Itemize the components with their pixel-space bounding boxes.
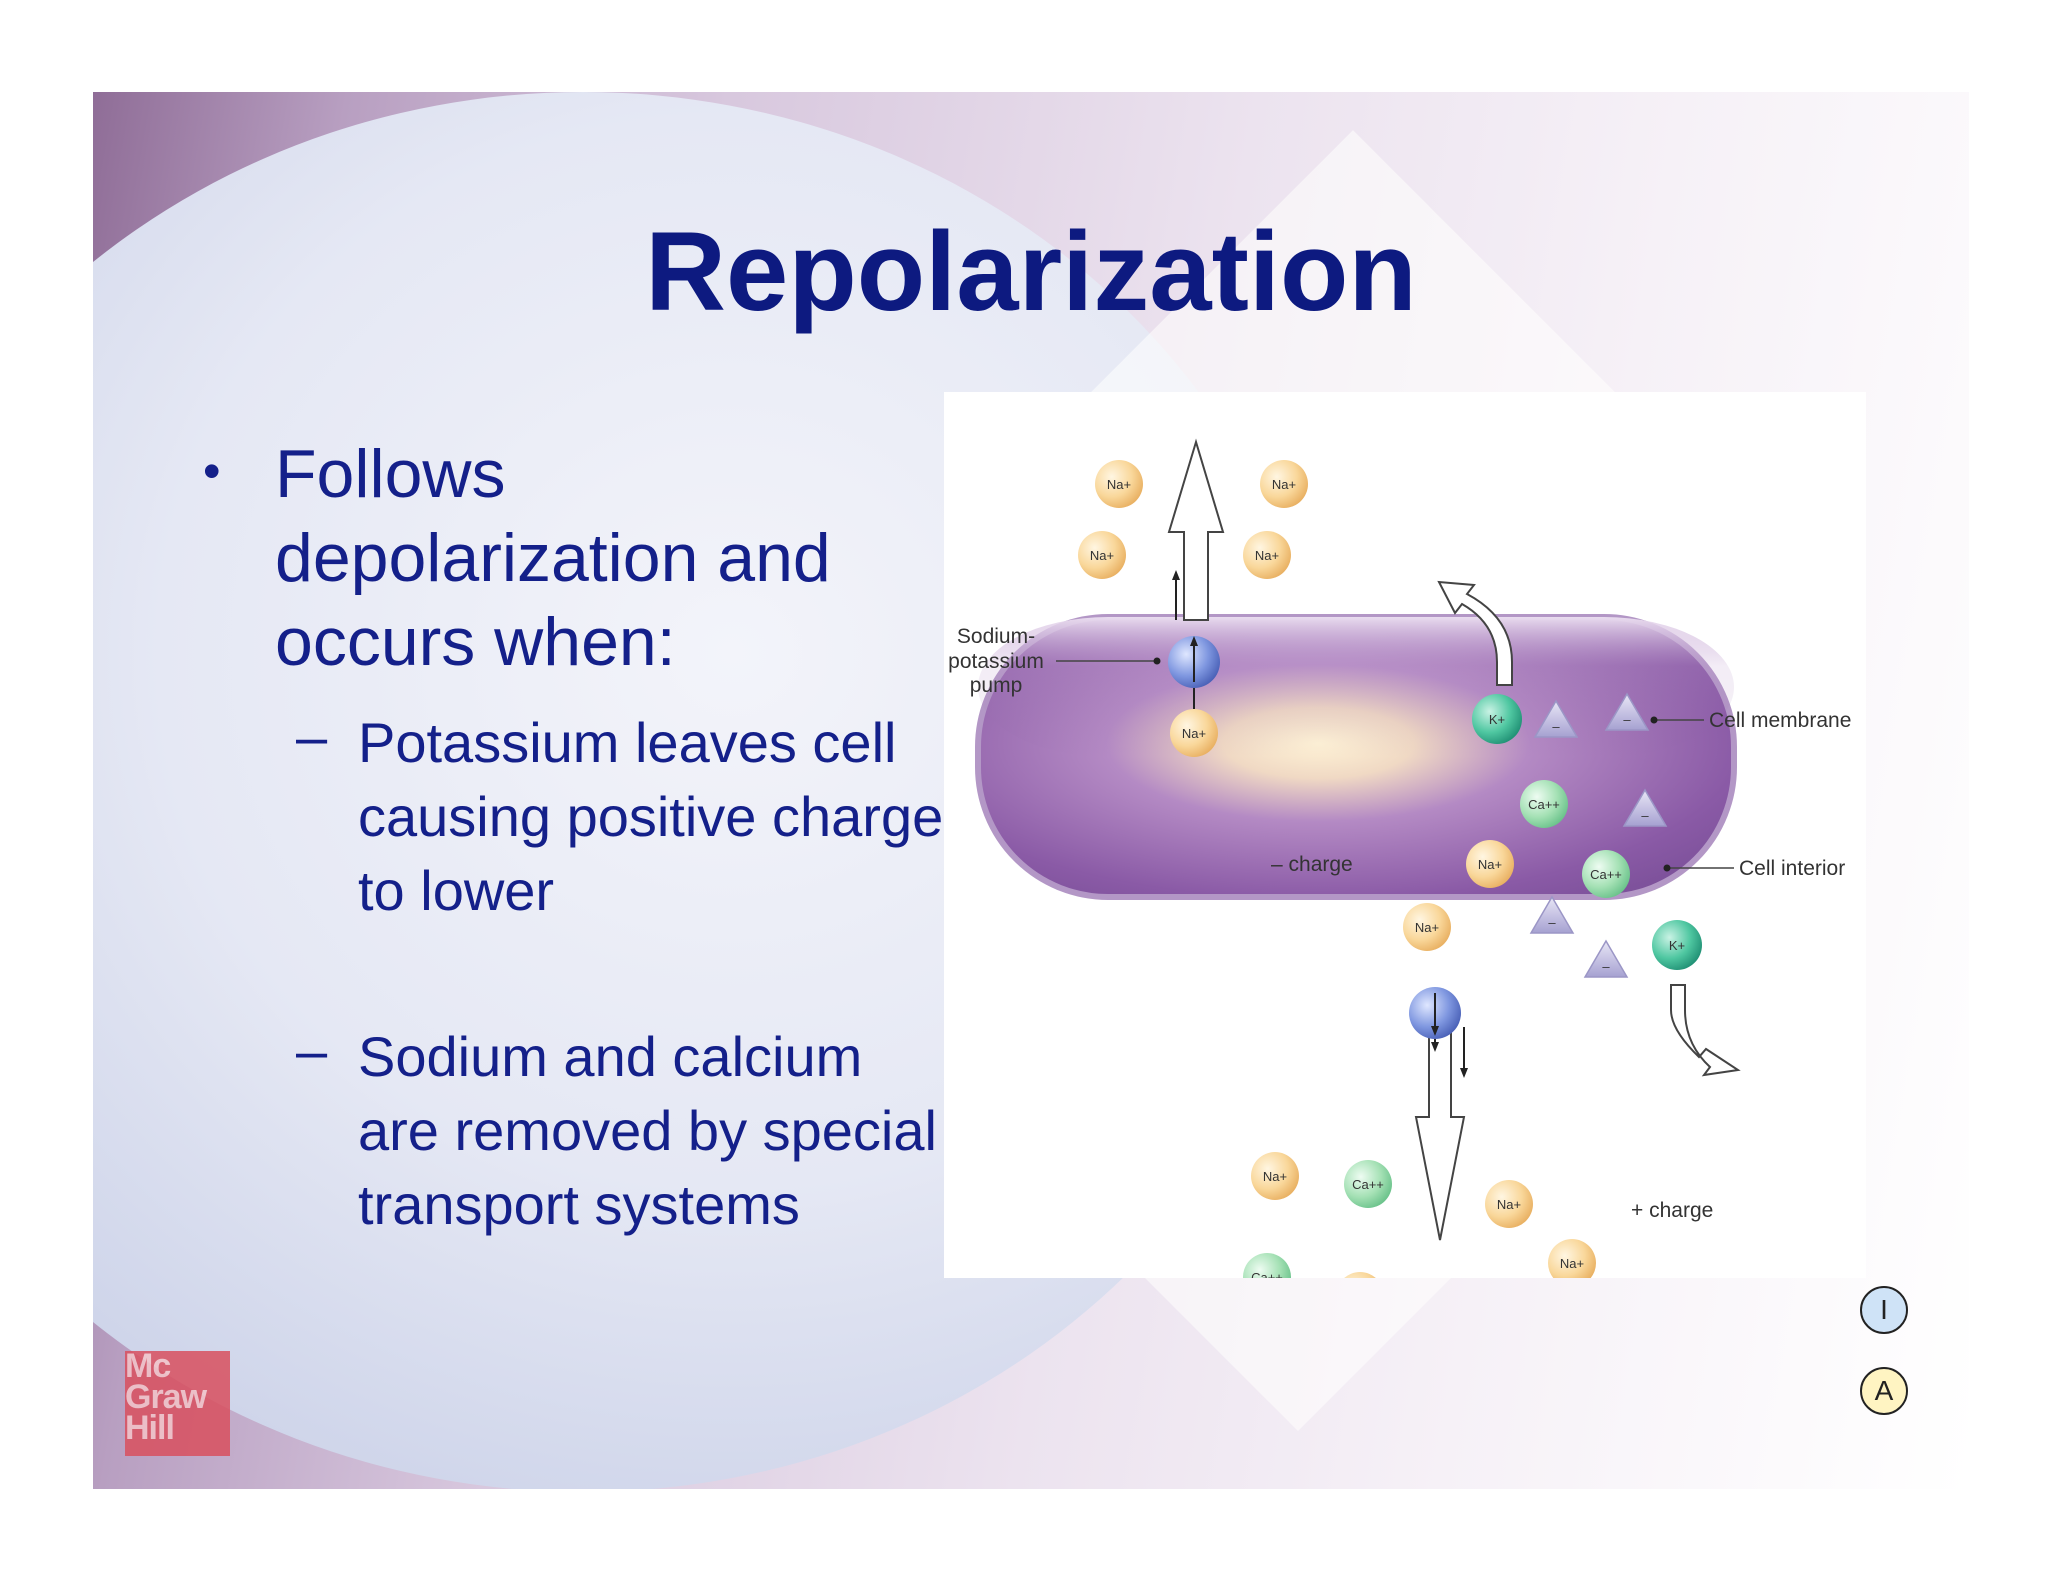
- potassium-ion: [1472, 694, 1522, 744]
- svg-text:Na+: Na+: [1263, 1169, 1287, 1184]
- potassium-exit-arrow: [1437, 580, 1513, 686]
- anion-triangle: [1622, 788, 1668, 827]
- svg-text:Na+: Na+: [1478, 857, 1502, 872]
- svg-text:K+: K+: [1669, 938, 1685, 953]
- sodium-ion: [1485, 1180, 1533, 1228]
- svg-text:Ca++: Ca++: [1251, 1270, 1283, 1278]
- subbullet-sodium-calcium: Sodium and calcium are removed by specia…: [358, 1025, 937, 1236]
- anion-triangle: [1529, 895, 1575, 934]
- sodium-ion: [1078, 531, 1126, 579]
- repolarization-diagram: Sodium- potassium pump Cell membrane Cel…: [944, 392, 1866, 1340]
- anion-triangle: [1533, 699, 1579, 738]
- pump-label-line3: pump: [970, 674, 1023, 697]
- sodium-ion: [1336, 1272, 1384, 1320]
- svg-text:–: –: [1623, 712, 1631, 727]
- pump-label-line1: Sodium-: [957, 625, 1035, 648]
- sodium-ion: [1095, 460, 1143, 508]
- subbullet-marker: –: [296, 1019, 328, 1082]
- anion-triangle: [1583, 939, 1629, 978]
- svg-text:Na+: Na+: [1255, 548, 1279, 563]
- cell-highlight: [978, 617, 1734, 757]
- svg-text:Na+: Na+: [1090, 548, 1114, 563]
- anion-triangle: [1604, 692, 1650, 731]
- info-icon[interactable]: I: [1860, 1286, 1908, 1334]
- potassium-ions: K+ K+: [1472, 694, 1702, 970]
- pump-label-line2: potassium: [948, 650, 1044, 673]
- sodium-ion: [1170, 709, 1218, 757]
- slide-background: Repolarization • Follows depolarization …: [93, 92, 1969, 1489]
- calcium-ion: [1344, 1160, 1392, 1208]
- sodium-out-arrow: [1167, 438, 1225, 621]
- svg-text:Ca++: Ca++: [1590, 867, 1622, 882]
- positive-charge-label: + charge: [1631, 1199, 1713, 1222]
- bullet-marker: •: [203, 443, 221, 499]
- mcgraw-hill-logo: Mc Graw Hill: [125, 1349, 230, 1456]
- cell-membrane-label: Cell membrane: [1709, 709, 1851, 732]
- svg-text:Na+: Na+: [1497, 1197, 1521, 1212]
- svg-text:Na+: Na+: [1415, 920, 1439, 935]
- svg-text:–: –: [1548, 915, 1556, 930]
- subbullet-potassium: Potassium leaves cell causing positive c…: [358, 711, 944, 922]
- negative-charge-label: – charge: [1271, 853, 1353, 876]
- sodium-ion: [1243, 531, 1291, 579]
- svg-text:Ca++: Ca++: [1352, 1177, 1384, 1192]
- svg-text:K+: K+: [1489, 712, 1505, 727]
- calcium-ion: [1520, 780, 1568, 828]
- svg-text:Ca++: Ca++: [1528, 797, 1560, 812]
- calcium-ion: [1582, 850, 1630, 898]
- potassium-exit-arrow: [1670, 984, 1741, 1077]
- sodium-ion: [1466, 840, 1514, 888]
- audio-icon[interactable]: A: [1860, 1367, 1908, 1415]
- potassium-ion: [1652, 920, 1702, 970]
- anion-group: – – – – –: [1529, 692, 1668, 978]
- sodium-ion: [1251, 1152, 1299, 1200]
- svg-text:Na+: Na+: [1272, 477, 1296, 492]
- svg-text:Na+: Na+: [1560, 1256, 1584, 1271]
- sodium-ion: [1548, 1239, 1596, 1287]
- sodium-ion: [1260, 460, 1308, 508]
- svg-text:Na+: Na+: [1107, 477, 1131, 492]
- svg-text:–: –: [1552, 719, 1560, 734]
- svg-text:–: –: [1602, 959, 1610, 974]
- svg-text:Na+: Na+: [1182, 726, 1206, 741]
- slide-title: Repolarization: [645, 209, 1417, 334]
- cell-interior-label: Cell interior: [1739, 857, 1845, 880]
- sodium-ion: [1403, 903, 1451, 951]
- subbullet-marker: –: [296, 705, 328, 768]
- diagram-svg: Sodium- potassium pump Cell membrane Cel…: [948, 438, 1851, 1340]
- bullet-main: Follows depolarization and occurs when:: [275, 436, 831, 680]
- svg-text:–: –: [1641, 808, 1649, 823]
